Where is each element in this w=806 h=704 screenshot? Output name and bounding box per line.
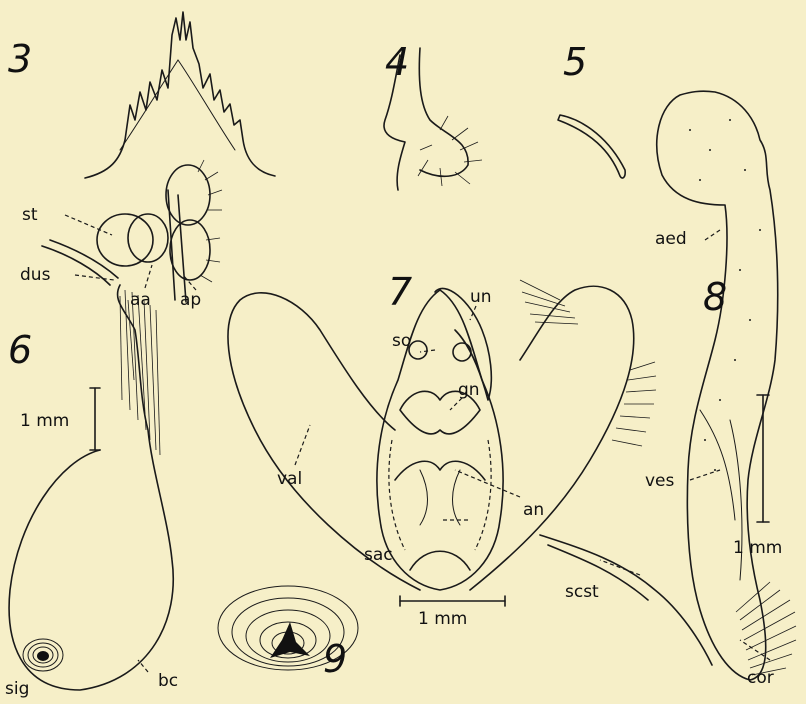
label-ap: ap bbox=[180, 290, 201, 310]
label-ves: ves bbox=[645, 471, 675, 491]
label-sig: sig bbox=[5, 679, 29, 699]
label-so: so bbox=[392, 331, 411, 351]
label-bc: bc bbox=[158, 671, 178, 691]
label-aed: aed bbox=[655, 229, 687, 249]
label-val: val bbox=[277, 469, 302, 489]
figure-number-3: 3 bbox=[8, 37, 32, 81]
label-st: st bbox=[22, 205, 38, 225]
figure-number-4: 4 bbox=[385, 40, 409, 84]
label-cor: cor bbox=[747, 668, 774, 688]
label-gn: gn bbox=[458, 380, 480, 400]
figure-number-6: 6 bbox=[8, 328, 32, 372]
label-un: un bbox=[470, 287, 492, 307]
label-an: an bbox=[523, 500, 544, 520]
figure-number-8: 8 bbox=[703, 275, 727, 319]
figure-3-drawing bbox=[85, 12, 275, 178]
scale-label-7: 1 mm bbox=[418, 609, 467, 629]
figure-5-drawing bbox=[558, 115, 625, 178]
signum-mark bbox=[23, 639, 63, 671]
figure-number-5: 5 bbox=[563, 40, 587, 84]
label-dus: dus bbox=[20, 265, 51, 285]
figure-number-9: 9 bbox=[323, 637, 347, 681]
label-sac: sac bbox=[364, 545, 393, 565]
scale-label-6: 1 mm bbox=[20, 411, 69, 431]
label-scst: scst bbox=[565, 582, 599, 602]
figure-number-7: 7 bbox=[388, 270, 412, 314]
scale-label-8: 1 mm bbox=[733, 538, 782, 558]
label-aa: aa bbox=[130, 290, 151, 310]
figure-7-drawing bbox=[228, 280, 656, 606]
